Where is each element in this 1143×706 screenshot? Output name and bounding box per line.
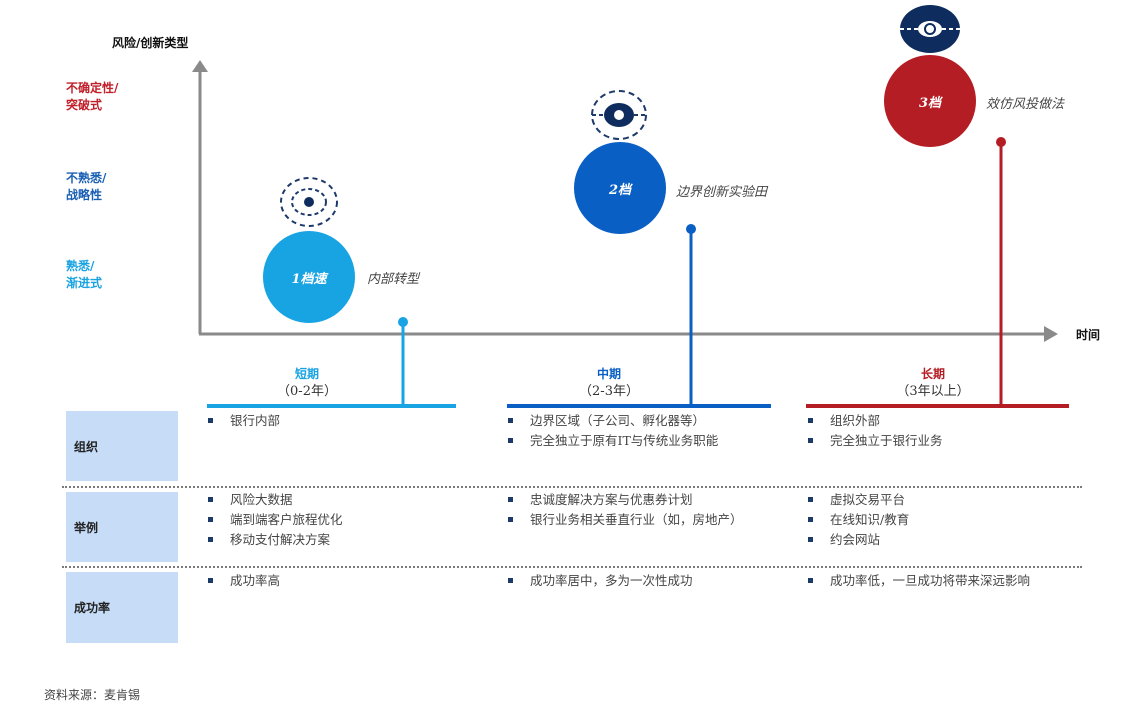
stem-dot-tier3 [996,137,1006,147]
y-level-line: 不确定性/ [66,81,119,95]
period-range: （0-2年） [277,384,337,399]
list-item: 约会网站 [806,530,1086,550]
list-item: 成功率低，一旦成功将带来深远影响 [806,571,1086,591]
list-item: 在线知识/教育 [806,510,1086,530]
row-label-text: 成功率 [74,601,111,615]
period-range: （2-3年） [579,384,639,399]
list-item: 完全独立于原有IT与传统业务职能 [506,431,796,451]
y-level-line: 战略性 [66,188,103,202]
row-label-examples: 举例 [66,492,178,562]
cell-examples-long: 虚拟交易平台 在线知识/教育 约会网站 [806,490,1086,550]
period-name: 长期 [920,367,945,381]
tier-2-label: 2档 [608,182,632,198]
target-solid-large-icon [900,5,960,53]
tier-1-label: 1档速 [291,271,327,287]
y-axis-arrow-icon [192,60,208,72]
list-item: 边界区域（子公司、孵化器等） [506,411,796,431]
tier-3-circle: 3档 [884,55,976,147]
cell-examples-mid: 忠诚度解决方案与优惠券计划 银行业务相关垂直行业（如，房地产） [506,490,806,530]
list-item: 风险大数据 [206,490,476,510]
period-long: 长期 （3年以上） [858,366,1008,400]
y-level-line: 渐进式 [66,276,103,290]
period-mid: 中期 （2-3年） [534,366,684,400]
tier-3-label: 3档 [918,95,942,111]
y-level-line: 熟悉/ [66,259,95,273]
cell-success-mid: 成功率居中，多为一次性成功 [506,571,796,591]
list-item: 端到端客户旅程优化 [206,510,476,530]
target-dashed-small-icon [280,177,338,227]
period-range: （3年以上） [896,384,970,399]
list-item: 成功率高 [206,571,476,591]
list-item: 虚拟交易平台 [806,490,1086,510]
tier-3-desc: 效仿风投做法 [986,97,1065,112]
list-item: 银行内部 [206,411,476,431]
tier-2-circle: 2档 [574,142,666,234]
row-label-organization: 组织 [66,411,178,481]
list-item: 银行业务相关垂直行业（如，房地产） [506,510,806,530]
list-item: 成功率居中，多为一次性成功 [506,571,796,591]
row-separator [62,486,1082,488]
tier-1-desc: 内部转型 [367,272,420,287]
cell-success-short: 成功率高 [206,571,476,591]
x-axis-title: 时间 [1076,328,1101,342]
list-item: 完全独立于银行业务 [806,431,1086,451]
y-level-breakthrough: 不确定性/ 突破式 [66,80,118,114]
row-separator [62,566,1082,568]
target-dashed-medium-icon [591,90,647,140]
tier-1-circle: 1档速 [263,231,355,323]
list-item: 忠诚度解决方案与优惠券计划 [506,490,806,510]
tier-2-desc: 边界创新实验田 [676,185,768,200]
y-axis-title: 风险/创新类型 [112,36,189,50]
y-level-strategic: 不熟悉/ 战略性 [66,170,106,204]
list-item: 组织外部 [806,411,1086,431]
stem-dot-tier2 [686,224,696,234]
cell-org-short: 银行内部 [206,411,476,431]
list-item: 移动支付解决方案 [206,530,476,550]
cell-org-long: 组织外部 完全独立于银行业务 [806,411,1086,451]
row-label-text: 组织 [74,439,99,454]
row-label-text: 举例 [74,520,99,535]
y-level-line: 突破式 [66,98,103,112]
stem-dot-tier1 [398,317,408,327]
cell-org-mid: 边界区域（子公司、孵化器等） 完全独立于原有IT与传统业务职能 [506,411,796,451]
y-level-incremental: 熟悉/ 渐进式 [66,258,102,292]
period-short: 短期 （0-2年） [232,366,382,400]
y-level-line: 不熟悉/ [66,171,107,185]
row-label-success-rate: 成功率 [66,572,178,643]
cell-examples-short: 风险大数据 端到端客户旅程优化 移动支付解决方案 [206,490,476,550]
period-name: 中期 [596,367,621,381]
source-note: 资料来源：麦肯锡 [44,688,141,702]
period-name: 短期 [294,367,319,381]
cell-success-long: 成功率低，一旦成功将带来深远影响 [806,571,1086,591]
x-axis-arrow-icon [1044,326,1058,342]
